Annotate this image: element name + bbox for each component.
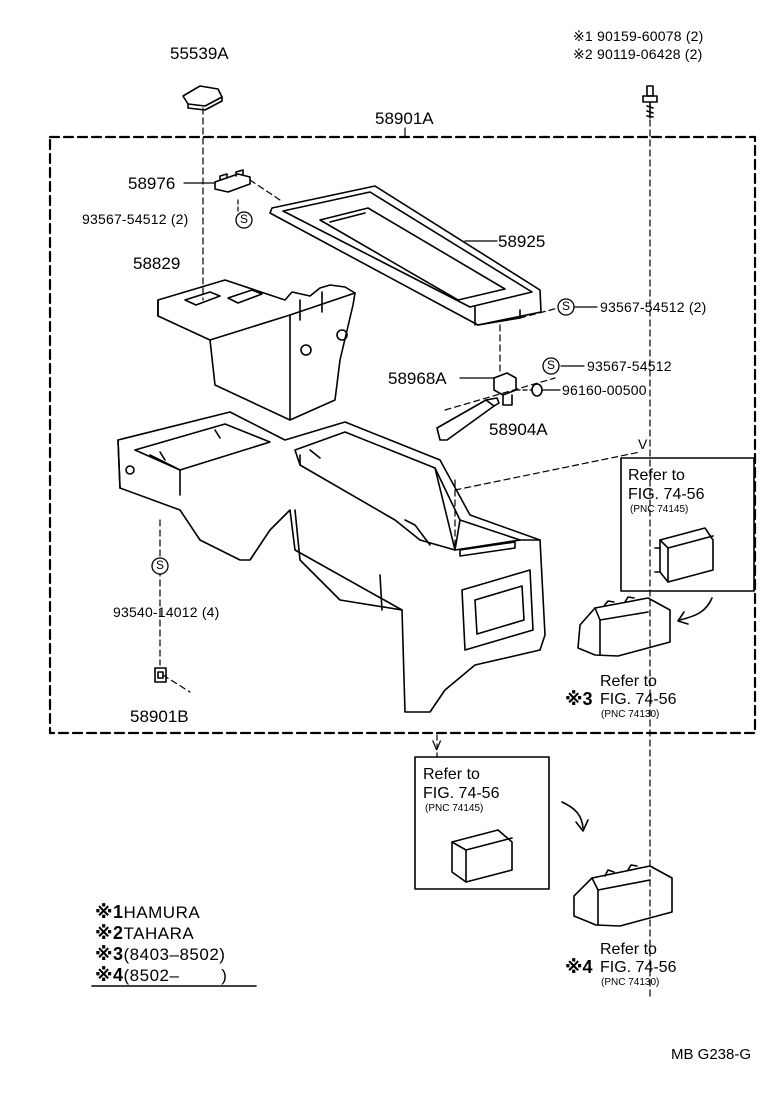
ref-box1-line1: Refer to	[628, 467, 685, 484]
label-93567-2a: 93567-54512 (2)	[82, 211, 189, 227]
label-58901a: 58901A	[375, 109, 434, 128]
ref-4-line2: FIG. 74-56	[600, 959, 677, 976]
label-58976: 58976	[128, 174, 176, 193]
ref-3-line2: FIG. 74-56	[600, 691, 677, 708]
s-marker-93567-2b	[557, 298, 575, 316]
assembly-frame	[48, 135, 757, 735]
ref-box-1-frame	[620, 457, 755, 592]
legend-text: (8502– )	[123, 966, 228, 985]
ref-box1-pnc: (PNC 74145)	[630, 504, 689, 515]
part-58904a-handle	[436, 397, 500, 441]
ref-box2-line1: Refer to	[423, 766, 480, 783]
part-58901b-nut	[154, 667, 167, 683]
legend-text: TAHARA	[123, 924, 195, 943]
part-58829-box	[157, 279, 356, 421]
s-marker-93567-2a	[235, 211, 253, 229]
ref-box2-pnc: (PNC 74145)	[425, 803, 484, 814]
label-bolt-2: ※2 90119-06428 (2)	[573, 46, 703, 62]
dash-lid-rear	[519, 307, 559, 319]
legend-mark: ※4	[95, 965, 124, 985]
ref-box2-line2: FIG. 74-56	[423, 785, 500, 802]
ref-4-pnc: (PNC 74130)	[601, 977, 660, 988]
part-console-body	[117, 411, 546, 713]
part-switch-3	[577, 596, 671, 657]
s-letter: S	[240, 212, 249, 226]
part-58925-lid	[269, 185, 542, 326]
legend-row: ※2TAHARA	[95, 923, 227, 944]
s-marker-93567	[542, 357, 560, 375]
label-93567: 93567-54512	[587, 358, 672, 374]
ref-3-line1: Refer to	[600, 673, 657, 690]
label-93567-2b: 93567-54512 (2)	[600, 299, 707, 315]
label-58901b: 58901B	[130, 707, 189, 726]
ref-3-pnc: (PNC 74130)	[601, 709, 660, 720]
arrow-box1-head	[677, 611, 689, 625]
label-58904a: 58904A	[489, 420, 548, 439]
part-switch-box1	[654, 527, 714, 583]
dash-58901b-diag	[162, 674, 191, 693]
dash-console-bolt	[444, 377, 556, 411]
view-marker-v2: V	[432, 737, 442, 753]
s-letter: S	[562, 299, 571, 313]
part-switch-4	[573, 864, 673, 927]
ref-4-mark: ※4	[565, 957, 593, 977]
ref-box1-line2: FIG. 74-56	[628, 486, 705, 503]
legend-mark: ※1	[95, 902, 124, 922]
label-58968a: 58968A	[388, 369, 447, 388]
ref-3-mark: ※3	[565, 689, 593, 709]
part-96160-washer	[531, 383, 543, 397]
legend: ※1HAMURA ※2TAHARA ※3(8403–8502) ※4(8502–…	[95, 902, 227, 986]
dash-console-v	[454, 451, 641, 491]
part-55539a-cap	[182, 85, 223, 111]
label-bolt-1: ※1 90159-60078 (2)	[573, 28, 704, 44]
footer-code: MB G238-G	[671, 1046, 752, 1063]
dash-58976	[249, 179, 281, 201]
ref-4-line1: Refer to	[600, 941, 657, 958]
legend-mark: ※2	[95, 923, 124, 943]
arrow-box2-head	[575, 819, 589, 832]
legend-text: (8403–8502)	[123, 945, 226, 964]
part-bolt-screw	[642, 85, 658, 119]
s-marker-93540	[151, 557, 169, 575]
arrow-box1	[679, 597, 713, 621]
s-letter: S	[156, 558, 165, 572]
view-marker-v1: V	[638, 436, 648, 452]
legend-mark: ※3	[95, 944, 124, 964]
label-93540: 93540-14012 (4)	[113, 604, 220, 620]
s-letter: S	[547, 358, 556, 372]
label-58829: 58829	[133, 254, 181, 273]
label-58925: 58925	[498, 232, 546, 251]
label-96160: 96160-00500	[562, 382, 647, 398]
legend-text: HAMURA	[123, 903, 201, 922]
arrow-box2	[561, 801, 584, 829]
ref-box-2-frame	[414, 756, 550, 890]
legend-row: ※3(8403–8502)	[95, 944, 227, 965]
legend-row: ※4(8502– )	[95, 965, 227, 986]
part-58976-bracket	[214, 169, 251, 193]
label-55539a: 55539A	[170, 44, 229, 63]
legend-row: ※1HAMURA	[95, 902, 227, 923]
part-switch-box2	[451, 829, 513, 883]
